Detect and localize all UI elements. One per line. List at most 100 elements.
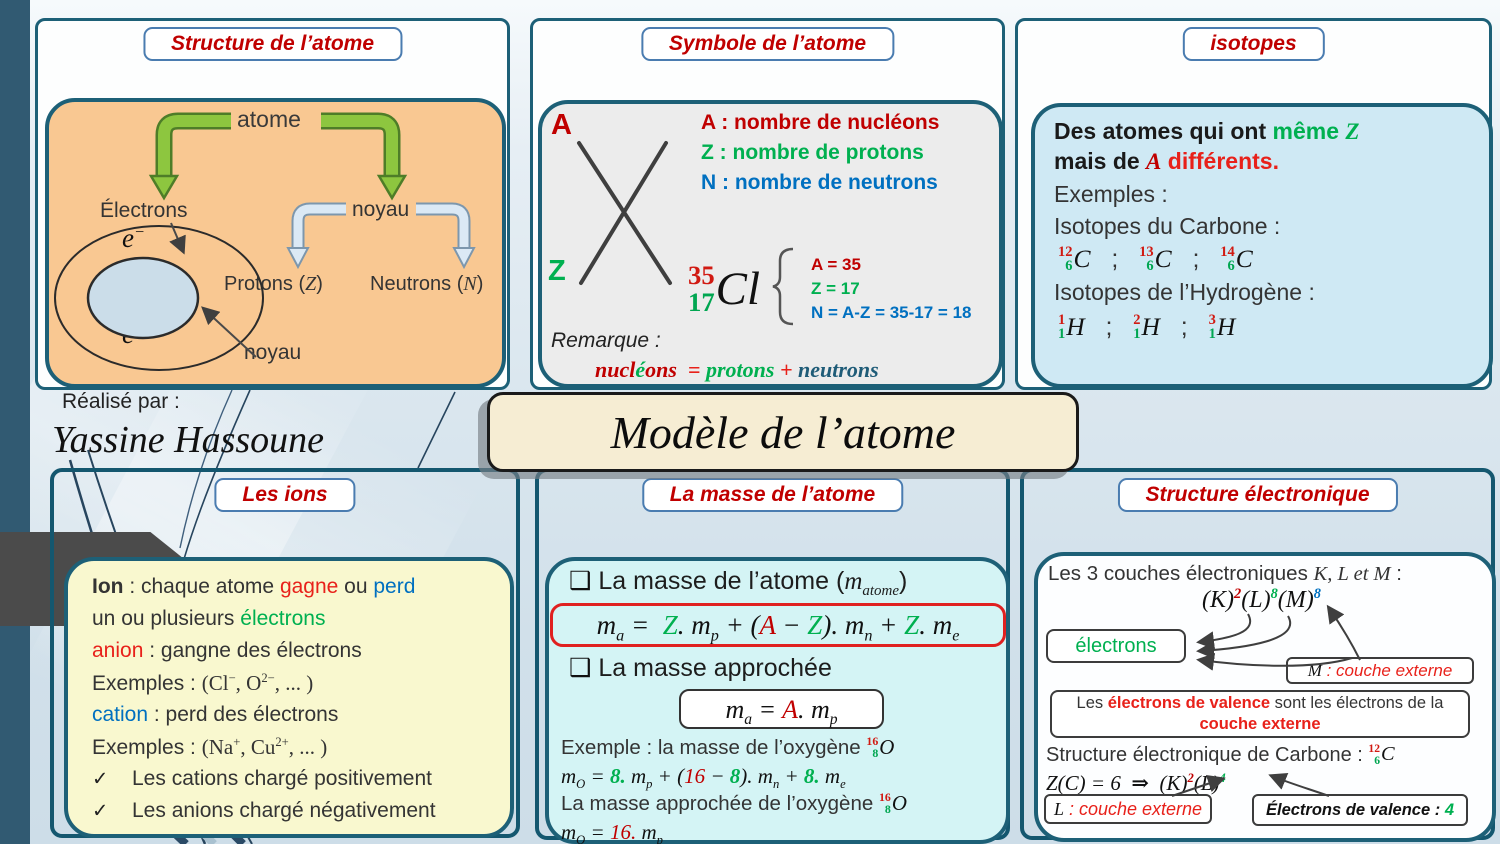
blue-elbow-arrow-right: [416, 202, 476, 270]
isotopes-carbone-label: Isotopes du Carbone :: [1054, 213, 1281, 239]
electrons-pointer-arrow: [169, 222, 186, 255]
shell-arrow-K: [1196, 613, 1252, 650]
masse-formula-oxygen: mO = 8. mp + (16 − 8). mn + 8. me: [561, 764, 846, 792]
panel-title-text: Symbole de l’atome: [668, 32, 867, 55]
panel-title-structure: Structure de l’atome: [142, 27, 403, 61]
left-sidebar-bar: [0, 0, 30, 844]
electronique-arrows: [1171, 604, 1361, 797]
ions-line: cation : perd des électrons: [92, 703, 339, 726]
legend-nucleons: A : nombre de nucléons: [701, 111, 940, 134]
shell-arrow-L: [1196, 615, 1292, 660]
ions-line: un ou plusieurs électrons: [92, 607, 326, 630]
shell-arrow-M: [1196, 652, 1353, 671]
masse-formula-approx-oxygen: mO = 16. mp: [561, 820, 663, 844]
noyau-label: noyau: [352, 198, 410, 221]
electrons-box-label: électrons: [1075, 634, 1157, 657]
ions-line: Exemples : (Na+, Cu2+, ... ): [92, 735, 328, 759]
legend-neutrons: N : nombre de neutrons: [701, 171, 938, 194]
main-title-banner: Modèle de l’atome: [487, 392, 1079, 472]
valence-arrow: [1268, 773, 1330, 797]
main-title-text: Modèle de l’atome: [610, 406, 956, 458]
ions-line: anion : gangne des électrons: [92, 639, 362, 662]
m-couche-externe-text: M : couche externe: [1307, 660, 1453, 680]
shells-notation: (K)2(L)8(M)8: [1202, 586, 1321, 613]
l-couche-arrow: [1171, 774, 1226, 797]
blue-elbow-arrow-left: [286, 202, 346, 270]
atome-label: atome: [237, 106, 301, 132]
ions-line: Ion : chaque atome gagne ou perd: [92, 575, 416, 598]
panel-title-text: Structure de l’atome: [170, 32, 375, 55]
panel-title-text: Les ions: [242, 483, 328, 506]
author-name: Yassine Hassoune: [52, 419, 325, 461]
electrons-valence-box: Électrons de valence : 4: [1252, 794, 1468, 826]
isotopes-card: [1031, 103, 1493, 388]
masse-heading-2: ❑ La masse approchée: [569, 654, 832, 682]
remarque-label: Remarque :: [551, 329, 661, 352]
legend-protons: Z : nombre de protons: [701, 141, 924, 164]
ions-line: Exemples : (Cl−, O2−, ... ): [92, 671, 314, 695]
couches-heading: Les 3 couches électroniques K, L et M :: [1048, 562, 1403, 585]
green-elbow-arrow-right: [321, 112, 408, 201]
nucleus-ellipse: [86, 256, 200, 340]
isotopes-line-2: mais de A différents.: [1054, 148, 1279, 174]
masse-approx-formula-box: ma = A. mp: [679, 689, 884, 729]
electrons-box: électrons: [1046, 629, 1186, 663]
value-A: A = 35: [811, 255, 861, 274]
zc-line: Z(C) = 6 ⇒ (K)2(L)4: [1046, 771, 1226, 795]
credit-label: Réalisé par :: [62, 390, 180, 413]
m-box-up-arrow: [1326, 604, 1361, 661]
nucleons-formula: nucléons = protons + neutrons: [595, 357, 879, 382]
electron-orbit-ellipse: [54, 225, 264, 371]
atom-diagram-graphics: [54, 112, 476, 371]
ions-line: ✓Les anions chargé négativement: [92, 799, 436, 822]
ions-line: ✓Les cations chargé positivement: [92, 767, 432, 790]
m-couche-externe-box: M : couche externe: [1286, 657, 1474, 684]
green-elbow-arrow-left: [148, 112, 231, 201]
electrons-label: Électrons: [100, 199, 188, 222]
masse-heading-1: ❑ La masse de l’atome (matome): [569, 567, 908, 599]
symbol-Z: Z: [548, 255, 566, 287]
panel-structure-electronique: Structure électronique Les 3 couches éle…: [1020, 468, 1496, 842]
isotopes-line-1: Des atomes qui ont même Z: [1054, 118, 1360, 144]
masse-exact-formula: ma = Z. mp + (A − Z). mn + Z. me: [596, 609, 960, 644]
panel-structure-atome: Structure de l’atome: [35, 18, 510, 390]
panel-title-text: Structure électronique: [1145, 483, 1370, 506]
valence-definition-text: Les électrons de valence sont les électr…: [1076, 694, 1444, 733]
electron-symbol-top: e−: [122, 223, 145, 253]
isotopes-hydrogene-label: Isotopes de l’Hydrogène :: [1054, 279, 1315, 305]
isotopes-exemples: Exemples :: [1054, 181, 1168, 207]
noyau-bottom-label: noyau: [244, 341, 302, 364]
l-couche-externe-text: L : couche externe: [1053, 798, 1203, 819]
value-N: N = A-Z = 35-17 = 18: [811, 303, 972, 322]
symbole-card: [538, 100, 1003, 388]
electrons-valence-text: Électrons de valence : 4: [1265, 800, 1454, 819]
panel-title-ions: Les ions: [214, 478, 356, 512]
panel-title-masse: La masse de l’atome: [641, 478, 904, 512]
l-couche-externe-box: L : couche externe: [1044, 794, 1212, 824]
masse-exact-formula-box: ma = Z. mp + (A − Z). mn + Z. me: [550, 603, 1006, 647]
noyau-pointer-arrow: [201, 306, 257, 358]
panel-title-symbole: Symbole de l’atome: [640, 27, 895, 61]
ions-card: [64, 557, 514, 838]
panel-title-isotopes: isotopes: [1182, 27, 1325, 61]
neutrons-label: Neutrons (N): [370, 273, 484, 295]
panel-title-electronique: Structure électronique: [1117, 478, 1398, 512]
brace: [772, 247, 794, 326]
symbole-graphics: [577, 141, 794, 326]
panel-masse-atome: La masse de l’atome ❑ La masse de l’atom…: [535, 468, 1010, 844]
panel-title-text: La masse de l’atome: [669, 483, 876, 506]
symbol-A: A: [551, 109, 572, 141]
panel-isotopes: isotopes Des atomes qui ont même Z mais …: [1015, 18, 1493, 390]
panel-title-text: isotopes: [1210, 32, 1297, 55]
x-cross-line: [579, 141, 668, 285]
value-Z: Z = 17: [811, 279, 860, 298]
protons-label: Protons (Z): [224, 273, 323, 295]
structure-card: [45, 98, 506, 388]
